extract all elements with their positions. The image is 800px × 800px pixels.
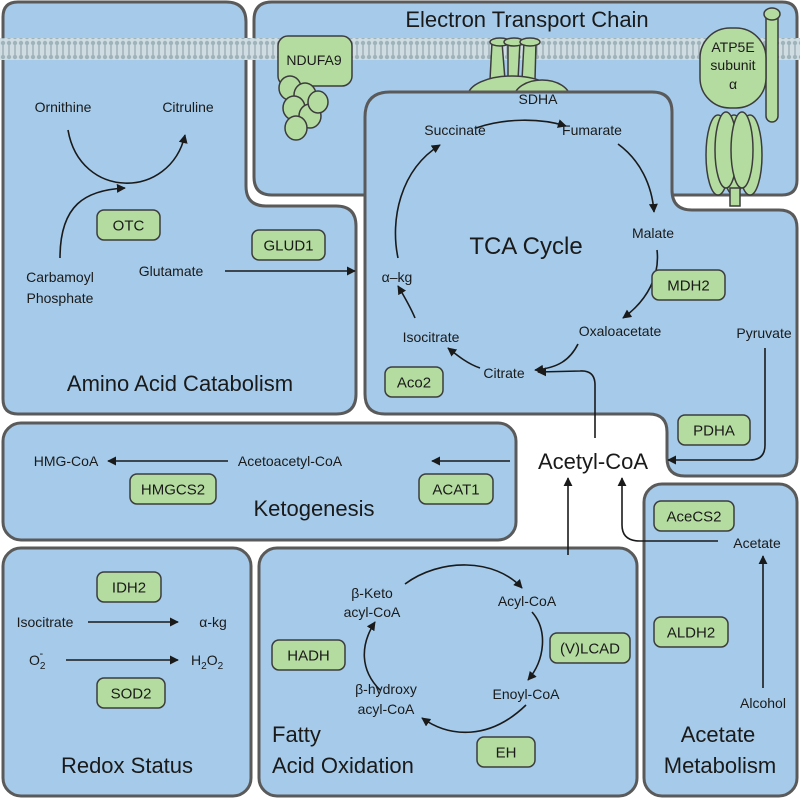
acetylcoa-citrate-arrow — [537, 367, 596, 438]
svg-text:HMGCS2: HMGCS2 — [141, 482, 205, 499]
hydrogen-peroxide-label: H2O2 — [191, 652, 224, 672]
otc-enzyme: OTC — [96, 209, 161, 241]
pyruvate-label: Pyruvate — [736, 325, 791, 341]
hadh-enzyme: HADH — [271, 639, 346, 671]
carbamoyl-label-line2: Phosphate — [27, 290, 94, 306]
pyruvate-arrow — [667, 348, 766, 465]
ketogenesis-title: Ketogenesis — [253, 496, 374, 521]
bhydroxy-bketo-arrow — [363, 621, 381, 691]
citrate-isocitrate-arrow — [447, 347, 481, 369]
hmgcs2-enzyme: HMGCS2 — [129, 473, 217, 505]
ndufa9-label: NDUFA9 — [286, 52, 341, 68]
akg-succinate-arrow — [394, 144, 441, 259]
redox-title: Redox Status — [61, 753, 193, 778]
bketo-label-line2: acyl-CoA — [344, 604, 401, 620]
svg-text:HADH: HADH — [287, 648, 330, 665]
succinate-fumarate-arrow — [475, 119, 567, 129]
mitochondrial-membrane — [0, 38, 800, 60]
bhydroxy-label-line1: β-hydroxy — [355, 681, 417, 697]
sdha-label: SDHA — [519, 91, 559, 107]
ornithine-citruline-arrow — [67, 129, 188, 184]
svg-text:AceCS2: AceCS2 — [666, 509, 721, 526]
aco2-enzyme: Aco2 — [384, 366, 444, 398]
aldh2-enzyme: ALDH2 — [653, 616, 729, 648]
svg-text:GLUD1: GLUD1 — [263, 238, 313, 255]
svg-text:OTC: OTC — [113, 218, 145, 235]
svg-text:PDHA: PDHA — [693, 423, 735, 440]
acetate-title-line2: Metabolism — [664, 753, 776, 778]
acecs2-enzyme: AceCS2 — [653, 500, 735, 532]
carbamoyl-arrow — [59, 183, 126, 259]
malate-label: Malate — [632, 225, 674, 241]
atp5e-complex — [699, 7, 781, 207]
succinate-label: Succinate — [424, 122, 486, 138]
mdh2-enzyme: MDH2 — [651, 269, 726, 301]
tca-title: TCA Cycle — [469, 233, 582, 260]
fumarate-malate-arrow — [617, 143, 658, 213]
amino-acid-panel — [1, 0, 358, 416]
ndufa9-complex — [277, 35, 353, 141]
acat1-enzyme: ACAT1 — [418, 473, 494, 505]
redox-isocitrate-label: Isocitrate — [17, 614, 74, 630]
tca-cycle-panel — [363, 90, 799, 478]
ornithine-label: Ornithine — [35, 99, 92, 115]
isocitrate-akg-arrow — [397, 285, 416, 319]
acetyl-coa-label: Acetyl-CoA — [538, 449, 648, 474]
svg-text:ALDH2: ALDH2 — [667, 625, 715, 642]
alcohol-label: Alcohol — [740, 695, 786, 711]
bketo-label-line1: β-Keto — [351, 585, 393, 601]
atp5e-label-line1: ATP5E — [711, 39, 754, 55]
vlcad-enzyme: (V)LCAD — [549, 632, 631, 664]
acylcoa-enoylcoa-arrow — [527, 611, 544, 681]
acyl-coa-label: Acyl-CoA — [498, 593, 557, 609]
acetoacetyl-coa-label: Acetoacetyl-CoA — [238, 453, 343, 469]
redox-akg-label: α-kg — [199, 614, 227, 630]
svg-text:MDH2: MDH2 — [667, 278, 710, 295]
bhydroxy-label-line2: acyl-CoA — [358, 701, 415, 717]
svg-text:Aco2: Aco2 — [397, 375, 431, 392]
fao-title-line2: Acid Oxidation — [272, 753, 414, 778]
svg-text:(V)LCAD: (V)LCAD — [560, 641, 620, 658]
atp5e-label-line3: α — [729, 76, 737, 92]
fatty-acid-oxidation-panel — [257, 546, 639, 798]
oxaloacetate-label: Oxaloacetate — [579, 323, 662, 339]
malate-oxaloacetate-arrow — [622, 249, 659, 319]
hmg-coa-label: HMG-CoA — [34, 453, 99, 469]
svg-text:SOD2: SOD2 — [111, 686, 152, 703]
fumarate-label: Fumarate — [562, 122, 622, 138]
pdha-enzyme: PDHA — [677, 414, 751, 446]
superoxide-label: O2- — [29, 648, 46, 672]
redox-status-panel — [1, 546, 253, 798]
svg-text:IDH2: IDH2 — [112, 580, 146, 597]
idh2-enzyme: IDH2 — [96, 571, 162, 603]
glud1-enzyme: GLUD1 — [251, 229, 326, 261]
enoylcoa-bhydroxy-arrow — [421, 704, 527, 734]
amino-acid-title: Amino Acid Catabolism — [67, 371, 293, 396]
acetate-acetylcoa-arrow — [617, 477, 718, 542]
svg-text:EH: EH — [496, 745, 517, 762]
citrate-label: Citrate — [483, 365, 524, 381]
acetate-label: Acetate — [733, 535, 781, 551]
eh-enzyme: EH — [476, 736, 536, 768]
bketo-acylcoa-arrow — [404, 564, 523, 589]
akg-label: α–kg — [382, 269, 413, 285]
carbamoyl-label-line1: Carbamoyl — [26, 269, 94, 285]
ketogenesis-panel — [1, 421, 518, 542]
etc-title: Electron Transport Chain — [405, 7, 648, 32]
acetate-title-line1: Acetate — [681, 722, 756, 747]
fao-title-line1: Fatty — [272, 722, 321, 747]
atp5e-label-line2: subunit — [710, 57, 755, 73]
glutamate-label: Glutamate — [139, 263, 204, 279]
svg-text:ACAT1: ACAT1 — [432, 482, 479, 499]
isocitrate-label: Isocitrate — [403, 329, 460, 345]
enoyl-coa-label: Enoyl-CoA — [493, 686, 561, 702]
citruline-label: Citruline — [162, 99, 214, 115]
sod2-enzyme: SOD2 — [96, 677, 166, 709]
